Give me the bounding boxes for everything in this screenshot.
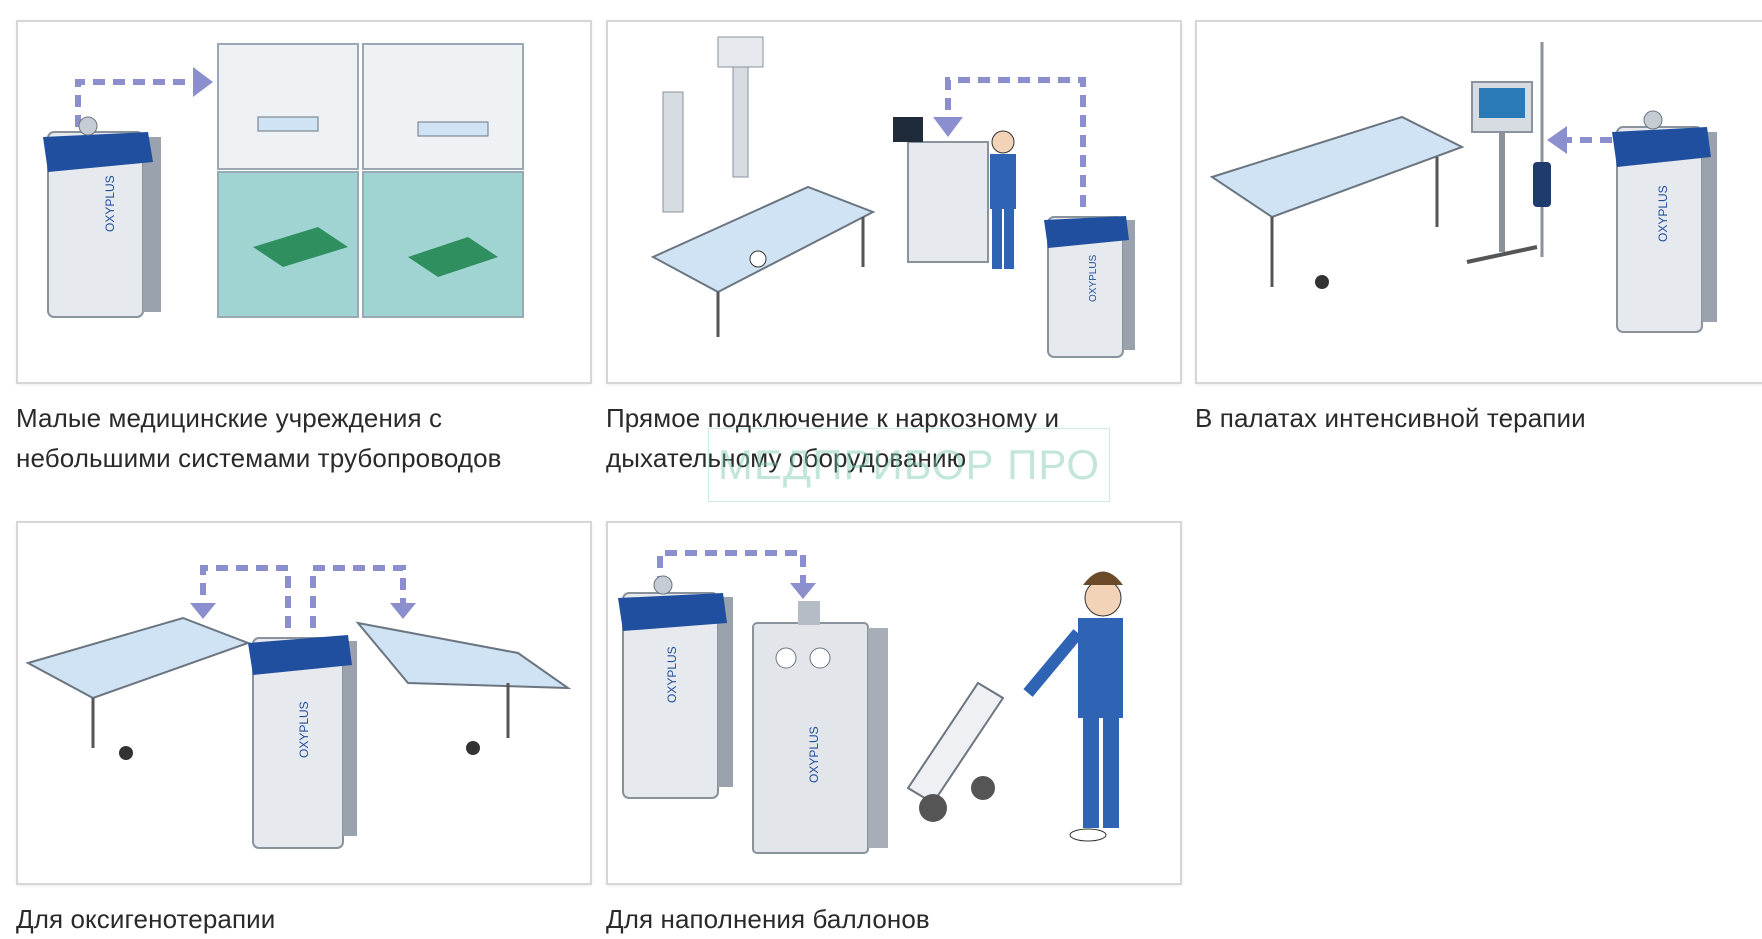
card-caption: Для оксигенотерапии bbox=[16, 904, 276, 934]
card-caption: В палатах интенсивной терапии bbox=[1195, 403, 1586, 433]
card-caption: Малые медицинские учреждения с небольшим… bbox=[16, 403, 502, 473]
device-label: OXYPLUS bbox=[103, 175, 117, 232]
card-caption: Для наполнения баллонов bbox=[606, 904, 930, 934]
device-label: OXYPLUS bbox=[297, 701, 311, 758]
illustration-svg: OXYPLUS bbox=[25, 565, 572, 849]
illustration-svg: OXYPLUS bbox=[43, 43, 524, 318]
device-label: OXYPLUS bbox=[1656, 185, 1670, 242]
illustration-small-facilities: OXYPLUS bbox=[16, 20, 592, 384]
illustration-svg: OXYPLUS bbox=[1209, 42, 1717, 333]
illustration-cylinder-filling: OXYPLUS OXYPLUS bbox=[606, 521, 1182, 885]
illustration-svg: OXYPLUS bbox=[650, 36, 1135, 358]
card-cylinder-filling: OXYPLUS OXYPLUS Для наполнения баллонов bbox=[606, 521, 1182, 939]
watermark: МЕДПРИБОР ПРО bbox=[708, 428, 1110, 502]
card-direct-connection: OXYPLUS Прямое подключение к наркозному … bbox=[606, 20, 1182, 478]
card-intensive-care: OXYPLUS В палатах интенсивной терапии bbox=[1195, 20, 1762, 438]
device-label-2: OXYPLUS bbox=[807, 726, 821, 783]
illustration-direct-connection: OXYPLUS bbox=[606, 20, 1182, 384]
card-small-facilities: OXYPLUS Малые медицинские учреждения с н… bbox=[16, 20, 592, 478]
illustration-svg: OXYPLUS OXYPLUS bbox=[618, 550, 1123, 854]
illustration-oxygen-therapy: OXYPLUS bbox=[16, 521, 592, 885]
card-oxygen-therapy: OXYPLUS Для оксигенотерапии bbox=[16, 521, 592, 939]
card-caption: Прямое подключение к наркозному и дыхате… bbox=[606, 403, 1060, 473]
illustration-intensive-care: OXYPLUS bbox=[1195, 20, 1762, 384]
device-label: OXYPLUS bbox=[1088, 254, 1099, 302]
device-label: OXYPLUS bbox=[665, 646, 679, 703]
